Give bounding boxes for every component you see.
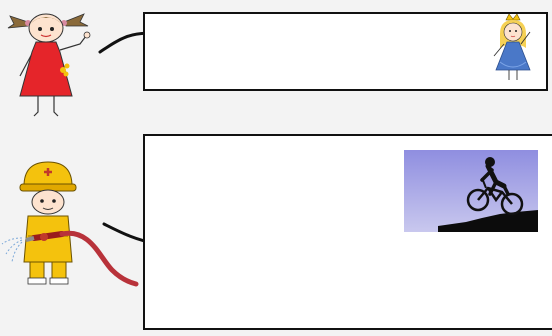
firefighter-with-hose-clipart — [1, 161, 139, 287]
girl-in-red-dress-clipart — [7, 13, 91, 117]
answer-box-top — [143, 12, 548, 91]
princess-clipart — [493, 14, 531, 80]
mountain-bike-photo — [404, 150, 538, 232]
